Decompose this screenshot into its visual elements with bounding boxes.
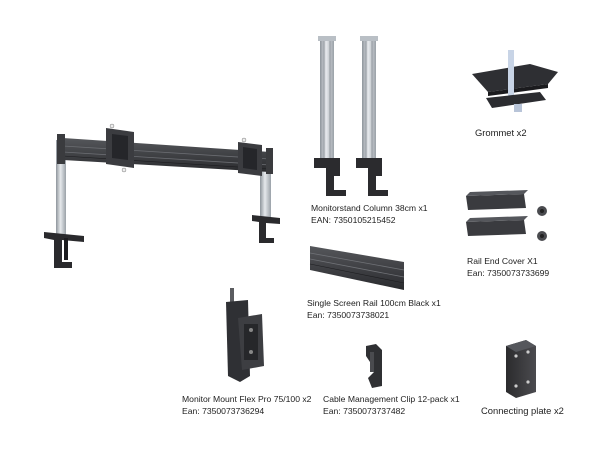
assembled-stand-image	[44, 123, 280, 268]
single-screen-rail-image	[309, 246, 405, 290]
rail-end-ean: Ean: 7350073733699	[467, 268, 550, 278]
cable-clip-image	[366, 344, 382, 388]
grommet-name: Grommet x2	[475, 127, 527, 138]
clip-name: Cable Management Clip 12-pack x1	[323, 394, 460, 404]
rail-ean: Ean: 7350073738021	[307, 310, 390, 320]
mount-name: Monitor Mount Flex Pro 75/100 x2	[182, 394, 312, 404]
mount-label: Monitor Mount Flex Pro 75/100 x2 Ean: 73…	[182, 393, 311, 417]
monitorstand-column-image	[314, 36, 388, 196]
column-label: Monitorstand Column 38cm x1 EAN: 7350105…	[311, 202, 428, 226]
mount-ean: Ean: 7350073736294	[182, 406, 265, 416]
monitor-mount-image	[226, 288, 264, 382]
column-name: Monitorstand Column 38cm x1	[311, 203, 428, 213]
grommet-image	[472, 50, 558, 112]
rail-name: Single Screen Rail 100cm Black x1	[307, 298, 441, 308]
rail-end-name: Rail End Cover X1	[467, 256, 538, 266]
rail-label: Single Screen Rail 100cm Black x1 Ean: 7…	[307, 297, 441, 321]
rail-end-label: Rail End Cover X1 Ean: 7350073733699	[467, 255, 549, 279]
clip-label: Cable Management Clip 12-pack x1 Ean: 73…	[323, 393, 460, 417]
clip-ean: Ean: 7350073737482	[323, 406, 406, 416]
column-ean: EAN: 7350105215452	[311, 215, 396, 225]
connecting-plate-image	[506, 340, 536, 398]
plate-name: Connecting plate x2	[481, 405, 564, 416]
rail-end-cover-image	[466, 190, 547, 241]
plate-label: Connecting plate x2	[481, 405, 564, 417]
grommet-label: Grommet x2	[475, 127, 527, 139]
